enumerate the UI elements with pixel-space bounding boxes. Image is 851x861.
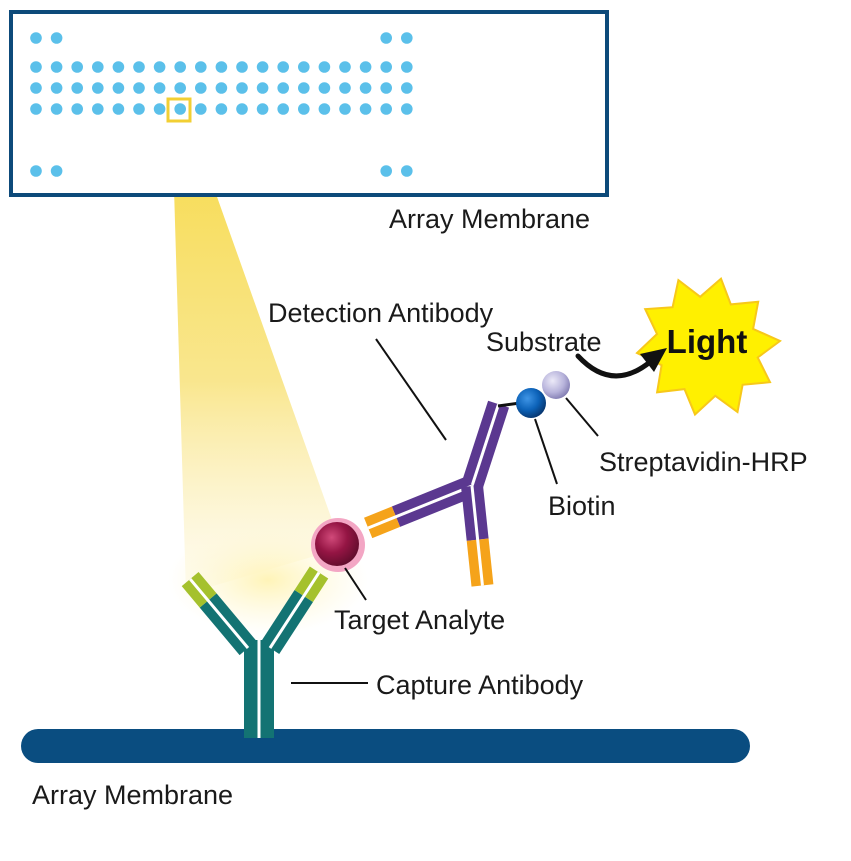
array-spot	[401, 82, 413, 94]
array-spot	[318, 61, 331, 73]
reference-spot	[401, 165, 413, 177]
light-label: Light	[667, 323, 748, 360]
array-spot	[195, 82, 207, 94]
array-spot	[133, 103, 145, 115]
array-spot	[236, 61, 248, 73]
array-spot	[339, 82, 351, 94]
detection-antibody	[364, 400, 521, 587]
array-spot	[92, 82, 104, 94]
array-spot	[256, 61, 269, 73]
array-spot	[277, 82, 290, 94]
array-spot	[298, 103, 310, 115]
capture-antibody	[181, 566, 329, 738]
array-spot	[71, 82, 83, 94]
array-spot	[277, 61, 290, 73]
biotin	[516, 388, 546, 418]
array-spot	[174, 61, 186, 73]
array-spot	[112, 61, 125, 73]
array-spot	[298, 82, 310, 94]
array-spot	[298, 61, 310, 73]
substrate-label: Substrate	[486, 327, 602, 357]
array-spot	[50, 103, 63, 115]
reference-spot	[380, 165, 393, 177]
array-spot	[174, 82, 186, 94]
curved-arrow-icon	[575, 353, 653, 379]
reference-spot	[50, 32, 63, 44]
array-spot	[359, 61, 372, 73]
array-spot	[50, 61, 63, 73]
highlighted-spot-box	[166, 97, 192, 123]
array-spot	[30, 103, 42, 115]
array-spot	[153, 103, 166, 115]
array-membrane-top-label: Array Membrane	[389, 204, 590, 234]
target-analyte-label: Target Analyte	[334, 605, 505, 635]
array-spot	[380, 61, 393, 73]
array-spot	[215, 103, 228, 115]
capture-antibody-label: Capture Antibody	[376, 670, 584, 700]
array-spot	[277, 103, 290, 115]
array-spot	[92, 61, 104, 73]
array-spot	[153, 61, 166, 73]
target-analyte-leader	[344, 567, 367, 601]
array-spot	[359, 82, 372, 94]
array-spot	[339, 61, 351, 73]
array-spot	[71, 61, 83, 73]
array-spot	[401, 103, 413, 115]
array-spot	[174, 103, 186, 115]
array-spot	[30, 82, 42, 94]
streptavidin-hrp-leader	[565, 397, 599, 437]
arrowhead-icon	[640, 348, 667, 372]
array-spot	[318, 82, 331, 94]
array-spot	[30, 61, 42, 73]
membrane-base	[21, 729, 750, 763]
array-spot	[380, 103, 393, 115]
array-spot	[339, 103, 351, 115]
array-frame	[9, 10, 609, 197]
array-spot	[236, 103, 248, 115]
reference-spot	[50, 165, 63, 177]
array-spot	[153, 82, 166, 94]
array-spot	[112, 82, 125, 94]
array-membrane-bottom-label: Array Membrane	[32, 780, 233, 810]
starburst-icon	[635, 277, 782, 417]
reference-spot	[30, 165, 42, 177]
array-spot-grid	[30, 32, 413, 177]
array-spot	[215, 82, 228, 94]
array-spot	[71, 103, 83, 115]
target-analyte	[315, 522, 359, 566]
array-spot	[359, 103, 372, 115]
biotin-label: Biotin	[548, 491, 616, 521]
array-spot	[380, 82, 393, 94]
array-spot	[133, 82, 145, 94]
array-spot	[401, 61, 413, 73]
array-spot	[112, 103, 125, 115]
reference-spot	[380, 32, 393, 44]
magnification-beam	[172, 121, 342, 594]
array-spot	[92, 103, 104, 115]
array-spot	[256, 103, 269, 115]
streptavidin-hrp	[542, 371, 570, 399]
array-spot	[50, 82, 63, 94]
array-spot	[195, 61, 207, 73]
array-spot	[215, 61, 228, 73]
biotin-leader	[534, 418, 558, 485]
detection-antibody-label: Detection Antibody	[268, 298, 494, 328]
reference-spot	[401, 32, 413, 44]
detection-antibody-leader	[375, 338, 447, 441]
array-spot	[256, 82, 269, 94]
array-spot	[195, 103, 207, 115]
reference-spot	[30, 32, 42, 44]
array-spot	[133, 61, 145, 73]
array-spot	[236, 82, 248, 94]
array-spot	[318, 103, 331, 115]
array-slide	[9, 10, 609, 197]
streptavidin-hrp-label: Streptavidin-HRP	[599, 447, 808, 477]
